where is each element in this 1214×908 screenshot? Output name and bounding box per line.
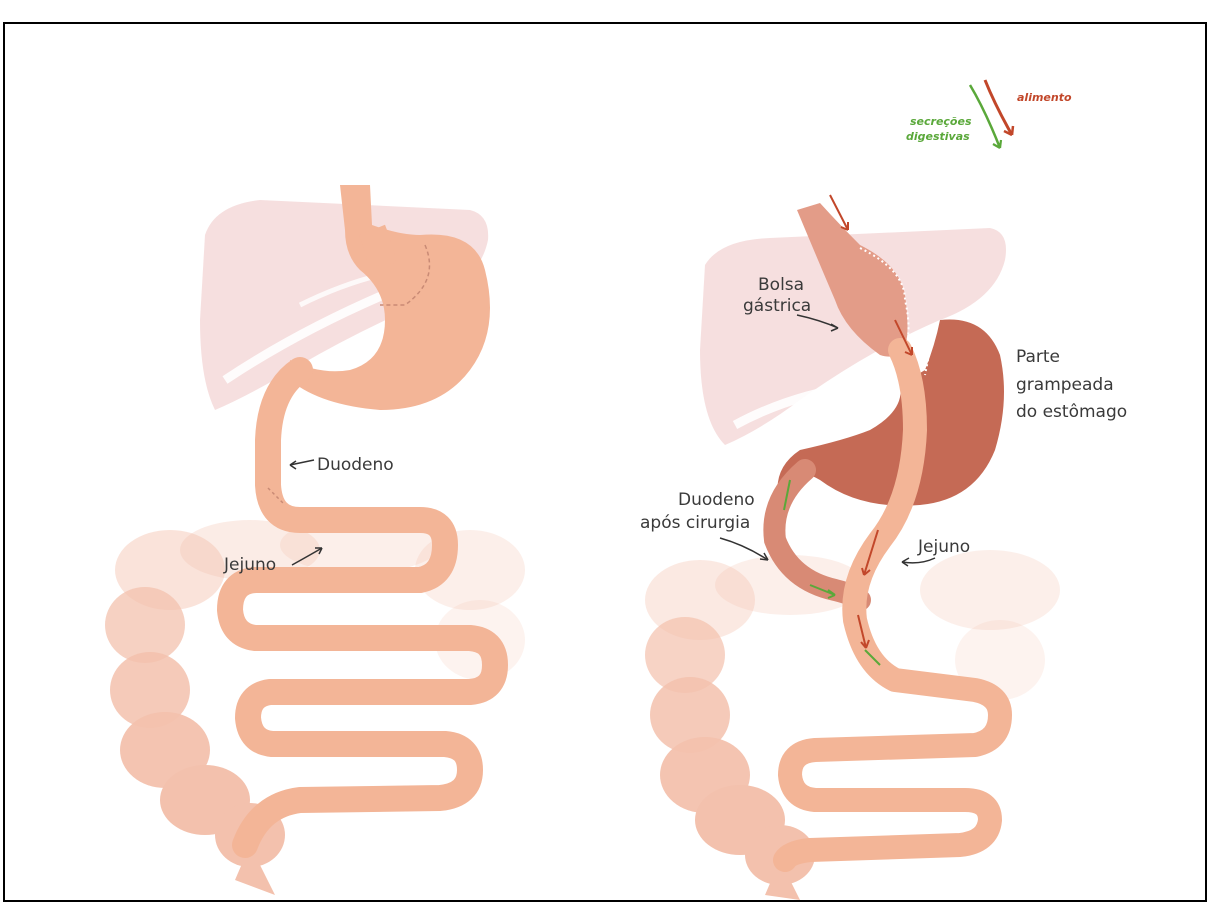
bolsa-label-line1: Bolsa — [758, 275, 804, 295]
duodeno-after-label-line1: Duodeno — [678, 490, 755, 510]
legend-secretions-line1: secreções — [910, 115, 972, 128]
left-normal-anatomy: Duodeno Jejuno — [105, 185, 525, 895]
legend-food-label: alimento — [1017, 91, 1072, 104]
right-jejuno-label: Jejuno — [917, 537, 970, 557]
parte-label-line2: grampeada — [1016, 375, 1114, 395]
left-duodeno-label: Duodeno — [317, 455, 394, 475]
left-jejuno-label: Jejuno — [223, 555, 276, 575]
parte-label-line1: Parte — [1016, 347, 1060, 367]
duodeno-after-label-line2: após cirurgia — [640, 513, 750, 533]
legend-secretions-line2: digestivas — [906, 130, 970, 143]
flow-legend: alimento secreções digestivas — [906, 80, 1072, 148]
parte-label-line3: do estômago — [1016, 402, 1127, 422]
right-bypass-anatomy: alimento secreções digestivas — [640, 80, 1127, 900]
bolsa-label-line2: gástrica — [743, 296, 811, 316]
